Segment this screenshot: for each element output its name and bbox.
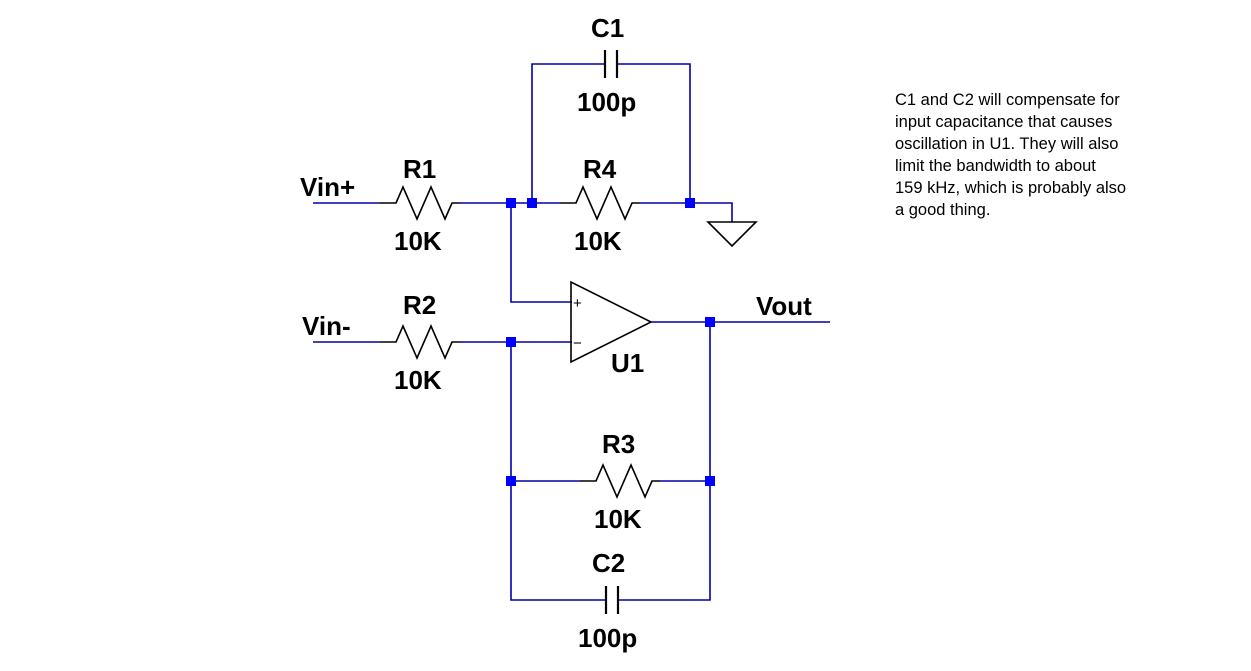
opamp-u1-symbol (570, 280, 653, 364)
wire-r4-gnd (640, 202, 733, 222)
ground-symbol (706, 221, 758, 248)
c1-ref-label: C1 (591, 13, 624, 43)
annotation-note: C1 and C2 will compensate for input capa… (895, 91, 1127, 219)
r3-value-label: 10K (594, 504, 642, 534)
junction-dot (705, 476, 715, 486)
wires (313, 63, 830, 601)
c1-value-label: 100p (577, 87, 636, 117)
c2-value-label: 100p (578, 623, 637, 653)
c2-ref-label: C2 (592, 548, 625, 578)
resistor-r1-symbol (380, 185, 460, 221)
r2-value-label: 10K (394, 365, 442, 395)
port-label-vin-minus: Vin- (302, 311, 351, 341)
wire-plus-input (510, 203, 572, 303)
r4-value-label: 10K (574, 226, 622, 256)
wire-output-down (619, 322, 711, 601)
r2-ref-label: R2 (403, 290, 436, 320)
resistor-r2-symbol (380, 324, 460, 360)
opamp-plus-pin-label: + (573, 295, 582, 312)
r1-value-label: 10K (394, 226, 442, 256)
junction-dot (506, 476, 516, 486)
r4-ref-label: R4 (583, 154, 617, 184)
port-label-vout: Vout (756, 291, 812, 321)
junction-dot (685, 198, 695, 208)
opamp-minus-pin-label: − (573, 335, 582, 352)
capacitor-c2-symbol (604, 586, 620, 614)
port-label-vin-plus: Vin+ (300, 172, 355, 202)
junctions (506, 198, 715, 486)
junction-dot (527, 198, 537, 208)
junction-dot (506, 337, 516, 347)
u1-ref-label: U1 (611, 348, 644, 378)
wire-minus-down (510, 342, 605, 601)
r1-ref-label: R1 (403, 154, 436, 184)
resistor-r3-symbol (580, 463, 660, 499)
wire-c1-left (531, 63, 604, 203)
wire-c1-right (618, 63, 691, 203)
capacitor-c1-symbol (603, 50, 619, 78)
junction-dot (705, 317, 715, 327)
junction-dot (506, 198, 516, 208)
r3-ref-label: R3 (602, 429, 635, 459)
resistor-r4-symbol (560, 185, 640, 221)
